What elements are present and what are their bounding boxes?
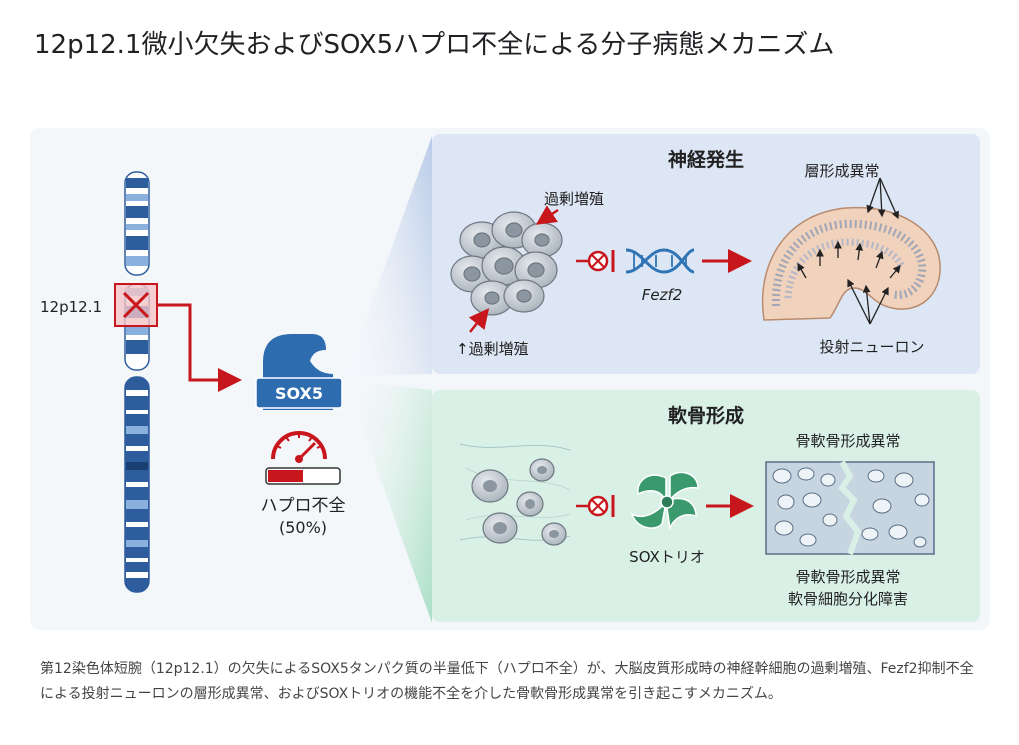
connector-arrow <box>157 303 242 392</box>
funnel-chondro <box>345 380 432 623</box>
lamination-label: 層形成異常 <box>804 162 879 180</box>
inhibition-icon <box>576 250 615 272</box>
dna-icon <box>625 248 695 274</box>
dysplasia-top-label: 骨軟骨形成異常 <box>795 432 900 450</box>
figure-caption: 第12染色体短腕（12p12.1）の欠失によるSOX5タンパク質の半量低下（ハプ… <box>40 661 974 702</box>
funnel-neuro <box>345 136 432 376</box>
deletion-marker <box>114 283 158 327</box>
sox5-label: SOX5 <box>275 384 323 403</box>
overgrowth-top-label: 過剰増殖 <box>544 190 604 208</box>
cortex-icon <box>761 177 941 325</box>
chondro-cells <box>459 443 571 546</box>
locus-label: 12p12.1 <box>40 298 102 316</box>
chondro-title: 軟骨形成 <box>668 404 744 427</box>
mechanism-diagram: 12p12.1 SOX5 ハプロ不全 (50%) 神経発生 <box>40 134 980 623</box>
dysplasia-bottom-label: 骨軟骨形成異常 <box>795 568 900 586</box>
inhibition-icon <box>576 495 615 517</box>
chromosome <box>124 171 150 593</box>
page-title: 12p12.1微小欠失およびSOX5ハプロ不全による分子病態メカニズム <box>34 30 835 60</box>
mechanism-figure: 12p12.1 SOX5 ハプロ不全 (50%) 神経発生 <box>30 128 990 630</box>
haplo-label: ハプロ不全 <box>261 496 346 516</box>
overgrowth-bottom-label: ↑過剰増殖 <box>456 340 529 358</box>
sox-trio-icon <box>630 471 699 531</box>
chondrocyte-differentiation-label: 軟骨細胞分化障害 <box>788 590 908 608</box>
neuro-title: 神経発生 <box>668 148 744 171</box>
haplo-bar <box>265 467 341 485</box>
chondro-panel: 軟骨形成 <box>432 390 980 622</box>
sox5-protein: SOX5 <box>255 334 343 410</box>
sox-trio-label: SOXトリオ <box>629 548 705 566</box>
cartilage-tissue-icon <box>765 460 935 556</box>
gauge-icon <box>271 431 327 463</box>
neuro-panel: 神経発生 過剰増殖 ↑過剰増殖 <box>432 134 980 374</box>
fezf2-label: Fezf2 <box>642 286 683 304</box>
stem-cell-cluster <box>450 211 563 316</box>
projection-neuron-label: 投射ニューロン <box>819 338 924 356</box>
haplo-value: (50%) <box>279 518 327 537</box>
